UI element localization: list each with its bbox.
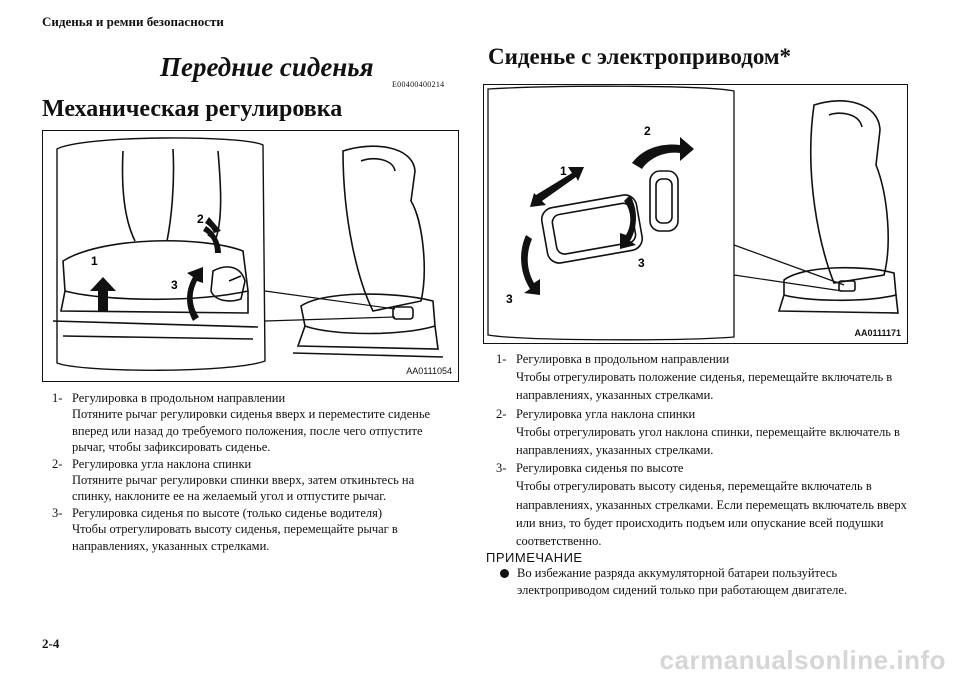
item-number: 3- [52, 505, 63, 520]
callout-1: 1 [91, 254, 98, 268]
item-text: Чтобы отрегулировать положение сиденья, … [516, 370, 893, 403]
section-code: E00400400214 [392, 80, 445, 89]
callout-2: 2 [197, 212, 204, 226]
bullet-icon [500, 569, 509, 578]
item-text: Потяните рычаг регулировки спинки вверх,… [72, 473, 415, 504]
manual-seat-figure: 1 2 3 AA0111054 [42, 130, 459, 382]
note: Во избежание разряда аккумуляторной бата… [500, 565, 920, 599]
item-number: 1- [52, 391, 63, 405]
item-number: 3- [496, 461, 507, 476]
page-number: 2-4 [42, 636, 60, 651]
power-seat-illustration: 2 1 3 3 [487, 85, 899, 341]
item-title: Регулировка в продольном направлении [72, 391, 286, 405]
note-title: ПРИМЕЧАНИЕ [486, 550, 583, 565]
callout-2: 2 [644, 124, 651, 138]
note-text: Во избежание разряда аккумуляторной бата… [517, 566, 848, 597]
item-number: 1- [496, 352, 507, 366]
item-text: Чтобы отрегулировать высоту сиденья, пер… [516, 479, 907, 549]
item-number: 2- [52, 456, 63, 471]
item-number: 2- [496, 406, 507, 421]
running-header: Сиденья и ремни безопасности [42, 14, 224, 29]
section-title: Передние сиденья [160, 52, 374, 82]
list-item: 3- Регулировка сиденья по высоте (только… [52, 505, 452, 554]
callout-3a: 3 [506, 292, 513, 306]
item-title: Регулировка сиденья по высоте (только си… [72, 505, 383, 520]
item-text: Потяните рычаг регулировки сиденья вверх… [72, 407, 431, 455]
callout-3: 3 [171, 278, 178, 292]
item-title: Регулировка угла наклона спинки [516, 406, 696, 421]
figure-code: AA0111171 [854, 328, 901, 338]
item-text: Чтобы отрегулировать высоту сиденья, пер… [72, 522, 398, 553]
manual-adjust-heading: Механическая регулировка [42, 96, 343, 122]
item-title: Регулировка угла наклона спинки [72, 456, 252, 471]
figure-code: AA0111054 [406, 366, 452, 376]
callout-1: 1 [560, 164, 567, 178]
item-text: Чтобы отрегулировать угол наклона спинки… [516, 424, 900, 458]
item-title: Регулировка в продольном направлении [516, 352, 730, 366]
manual-seat-illustration: 1 2 3 [52, 137, 444, 371]
callout-3b: 3 [638, 256, 645, 270]
power-seat-heading: Сиденье с электроприводом* [488, 44, 792, 69]
item-title: Регулировка сиденья по высоте [516, 461, 684, 476]
watermark: carmanualsonline.info [659, 645, 946, 675]
power-seat-figure: 2 1 3 3 AA0111171 [483, 84, 908, 344]
